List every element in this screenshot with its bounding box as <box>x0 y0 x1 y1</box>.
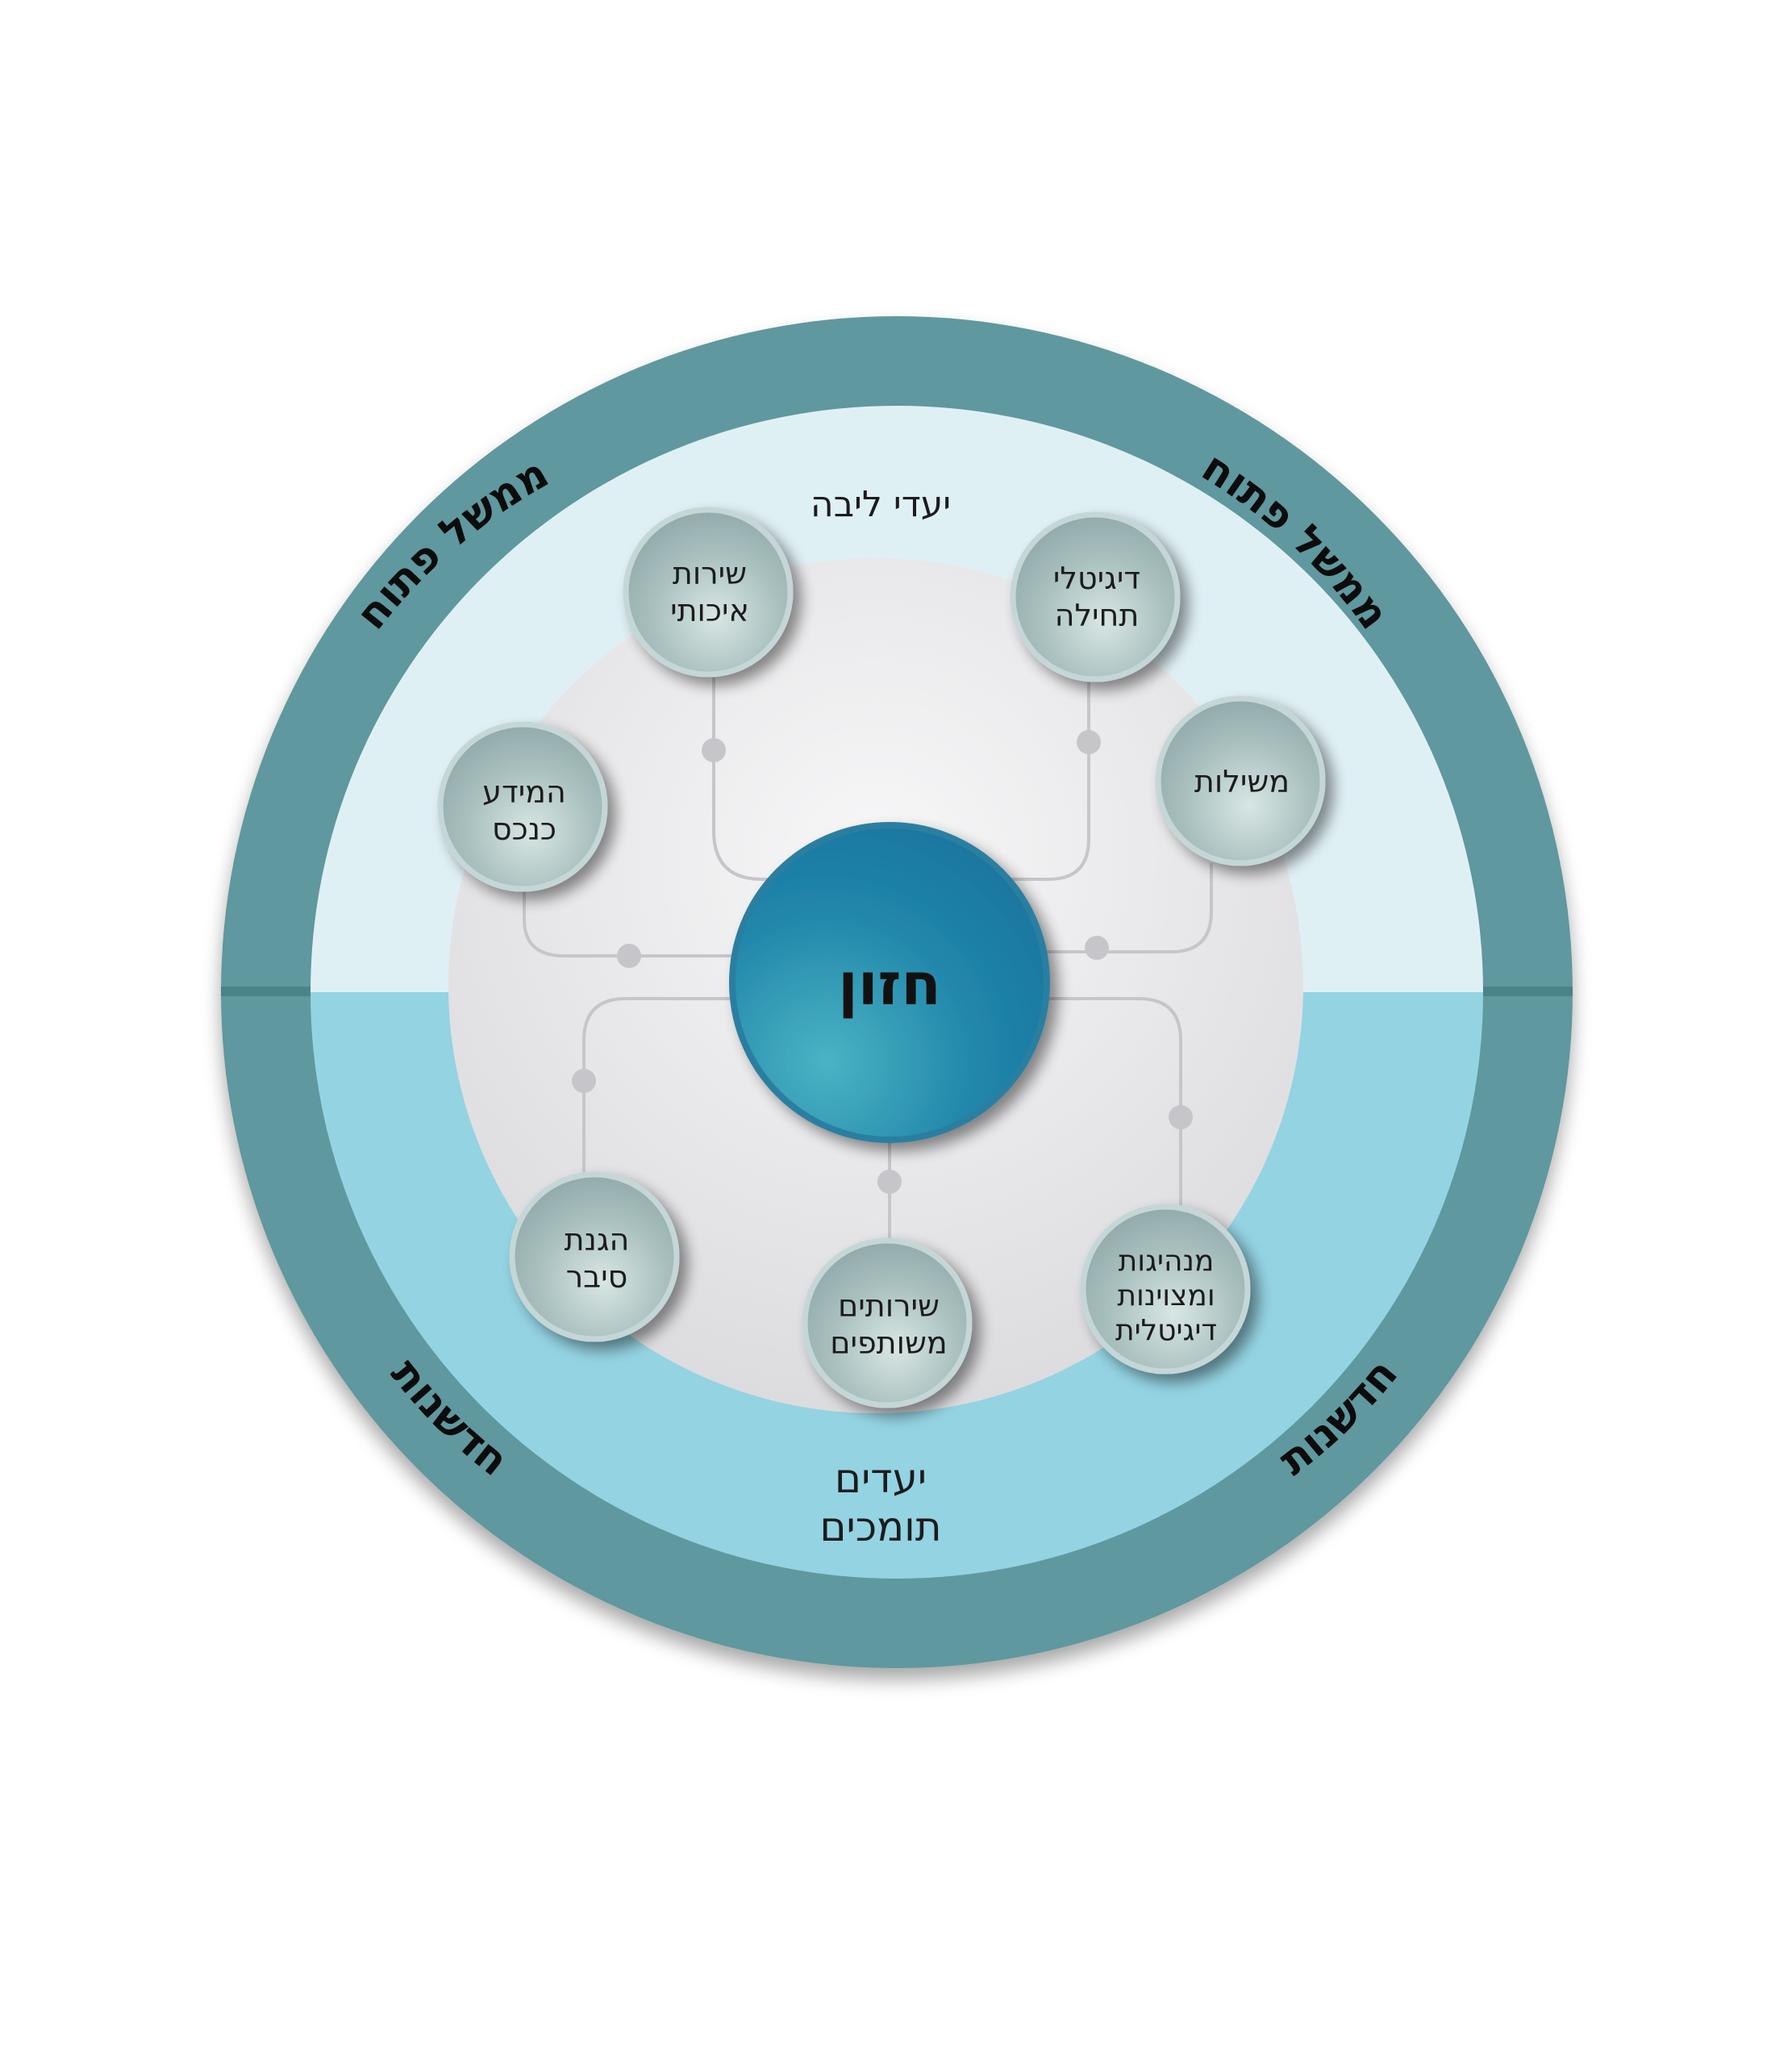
connector-information <box>523 887 742 957</box>
connector-dot <box>877 1170 902 1194</box>
node-shared-services <box>802 1237 973 1408</box>
node-quality-service-line1: שירות <box>673 556 747 591</box>
connector-dot <box>702 738 726 762</box>
node-circle <box>1010 511 1181 682</box>
node-cyber-defense <box>509 1171 680 1342</box>
connector-dot <box>1085 936 1109 960</box>
node-circle <box>1155 695 1326 866</box>
node-quality-service-line2: איכותי <box>670 593 749 628</box>
node-circle <box>509 1171 680 1342</box>
connector-governance <box>1040 863 1213 953</box>
node-cyber-line2: סיבר <box>566 1259 628 1295</box>
node-governance-line1: משילות <box>1194 764 1290 799</box>
node-governance <box>1155 695 1326 866</box>
center-circle <box>729 822 1050 1143</box>
node-information-line2: כנכס <box>492 811 556 847</box>
connector-leadership <box>1040 997 1182 1210</box>
node-digital-leadership <box>1080 1204 1251 1375</box>
node-cyber-line1: הגנת <box>565 1222 630 1258</box>
connector-dot <box>1077 730 1101 754</box>
supporting-goals-line2: תומכים <box>819 1504 941 1550</box>
connector-dot <box>617 944 641 968</box>
supporting-goals-line1: יעדים <box>835 1455 927 1502</box>
node-shared-line2: משותפים <box>830 1325 948 1361</box>
center-label: חזון <box>838 950 941 1018</box>
connector-quality-service <box>712 678 806 881</box>
connector-dots <box>572 730 1193 1194</box>
node-leadership-line3: דיגיטלית <box>1115 1314 1217 1347</box>
node-circle <box>623 507 794 678</box>
node-circle <box>1080 1204 1251 1375</box>
node-digital-first <box>1010 511 1181 682</box>
node-leadership-line1: מנהיגות <box>1119 1245 1215 1278</box>
center-vision <box>729 822 1050 1143</box>
node-digital-first-line2: תחילה <box>1055 598 1140 633</box>
node-leadership-line2: ומצוינות <box>1117 1279 1215 1312</box>
connector-dot <box>1169 1105 1193 1129</box>
connector-cyber <box>582 997 742 1178</box>
node-information-gathering <box>437 721 608 892</box>
core-goals-label: יעדי ליבה <box>811 484 951 525</box>
node-quality-service <box>623 507 794 678</box>
node-circle <box>802 1237 973 1408</box>
node-shared-line1: שירותים <box>838 1288 940 1324</box>
connector-digital-first <box>1000 678 1090 881</box>
connector-dot <box>572 1069 596 1093</box>
node-digital-first-line1: דיגיטלי <box>1053 561 1140 596</box>
node-information-line1: המידע <box>482 774 566 810</box>
node-circle <box>437 721 608 892</box>
